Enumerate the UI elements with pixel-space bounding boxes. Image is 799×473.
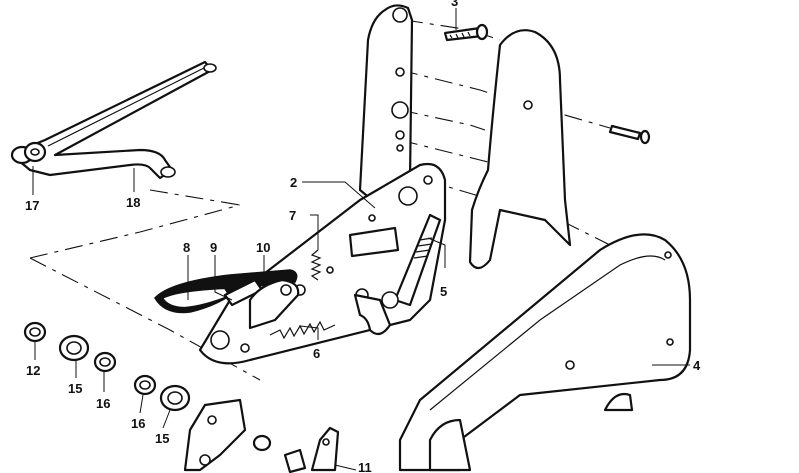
part-10-lever [248,278,300,330]
callout-leaders [32,8,690,471]
callout-12: 12 [26,363,40,378]
callout-16b: 16 [131,416,145,431]
part-15-washer-b [159,384,191,412]
part-16-washer-b [133,374,157,396]
part-18-release-lever [16,60,217,180]
seat-frame-base [398,233,692,472]
part-5-spring-link [348,213,442,309]
callout-5: 5 [440,284,447,299]
part-2-hinge-plate [198,162,447,365]
part-11-bracket [283,426,340,473]
backrest-hinge-upright [358,4,414,202]
part-6-tension-spring [269,320,336,340]
latch-hook [353,293,392,336]
part-16-washer-a [93,351,117,373]
callout-6: 6 [313,346,320,361]
part-8-release-handle [154,269,298,314]
callout-2: 2 [290,175,297,190]
callout-10: 10 [256,240,270,255]
lower-bracket-plate [183,398,272,472]
callout-18: 18 [126,195,140,210]
part-12-circlip [23,321,47,343]
callout-4: 4 [693,358,701,373]
part-17-bushing [10,141,47,165]
callout-11: 11 [358,460,372,473]
callout-15a: 15 [68,381,82,396]
callout-15b: 15 [155,431,169,446]
callout-3: 3 [451,0,458,9]
callout-labels: 2 3 4 5 6 7 8 9 10 11 12 15 15 16 16 17 … [25,0,701,473]
part-7-spring [310,249,322,281]
callout-8: 8 [183,240,190,255]
callout-17: 17 [25,198,39,213]
part-3-screw [443,23,489,42]
callout-7: 7 [289,208,296,223]
part-4-screw-upper [608,124,651,145]
part-15-washer-a [58,334,90,362]
callout-16a: 16 [96,396,110,411]
backrest-side-bracket [468,29,572,270]
callout-9: 9 [210,240,217,255]
